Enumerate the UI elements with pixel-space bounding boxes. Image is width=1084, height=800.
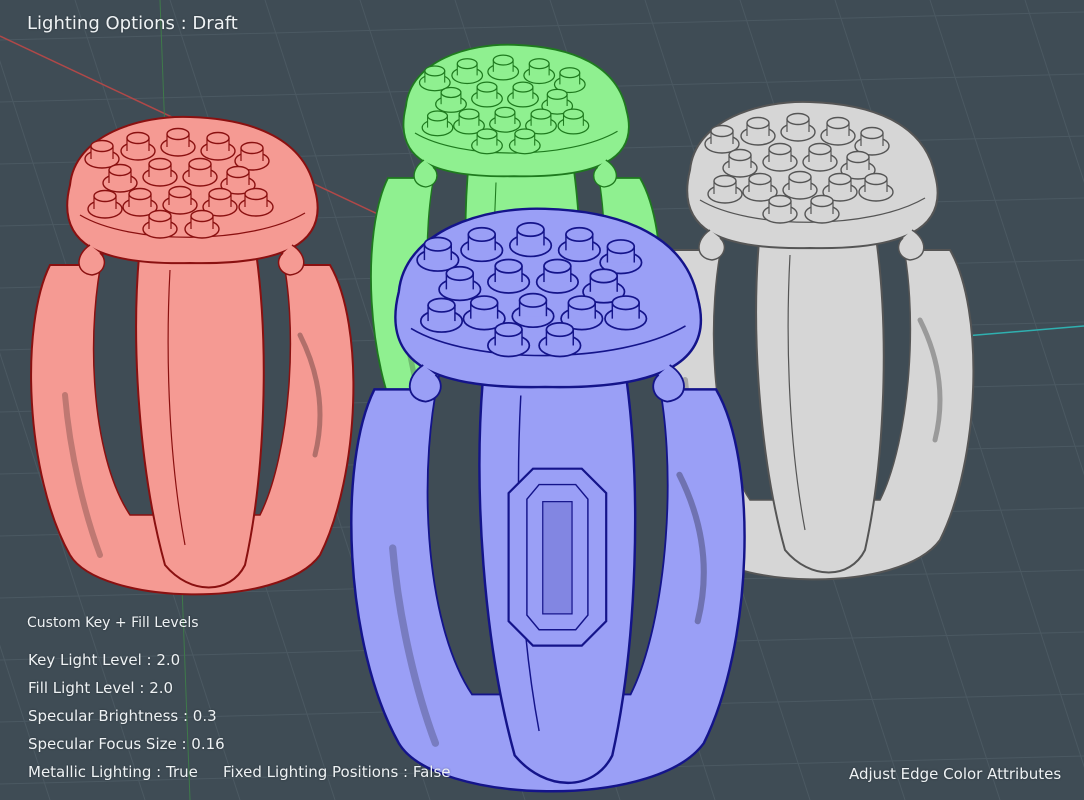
crown-knob — [557, 226, 601, 263]
crown-knob — [487, 54, 520, 81]
crown-rim — [699, 197, 926, 223]
crown-knob — [184, 209, 220, 239]
gray-ring[interactable] — [650, 100, 975, 581]
crown-knob — [451, 58, 484, 85]
crown-knob — [523, 58, 556, 85]
blue-ring[interactable] — [350, 207, 746, 793]
shading-streak — [917, 317, 943, 443]
crown-knob — [489, 106, 521, 133]
crown-knob — [487, 322, 531, 358]
specular-brightness[interactable]: Specular Brightness : 0.3 — [28, 707, 217, 725]
claw-right — [593, 159, 618, 188]
shank-crease — [167, 269, 186, 546]
crown-knob — [780, 112, 816, 142]
crown-knob — [802, 142, 838, 172]
red-ring[interactable] — [30, 115, 355, 596]
crown-knob — [599, 239, 643, 275]
crown-knob — [704, 124, 740, 154]
crown-knob — [858, 172, 894, 202]
shading-streak — [389, 544, 440, 747]
crown-knob — [120, 131, 156, 161]
crown-knob — [453, 108, 485, 135]
claw-left — [408, 364, 442, 403]
crown-knob — [421, 110, 454, 137]
crown-knob — [471, 128, 503, 155]
custom-levels-heading[interactable]: Custom Key + Fill Levels — [27, 615, 199, 631]
crown-knob — [762, 194, 798, 224]
crown-knob — [804, 194, 840, 224]
crown-knob — [822, 172, 858, 202]
crown-knob — [418, 65, 451, 92]
crown-knob — [84, 139, 120, 169]
crown-knob — [553, 67, 586, 94]
shank-crease — [787, 254, 806, 531]
crown-knob — [840, 150, 876, 180]
crown-knob — [541, 88, 574, 115]
claw-right — [277, 244, 305, 276]
crown-knob — [160, 127, 196, 157]
crown-knob — [511, 292, 555, 329]
claw-left — [413, 159, 438, 188]
crown-knob — [435, 86, 467, 113]
crown-knob — [854, 126, 890, 156]
claw-left — [78, 244, 106, 276]
crown-knob — [142, 209, 178, 239]
crown-knob — [182, 157, 218, 187]
adjust-edge-color-link[interactable]: Adjust Edge Color Attributes — [849, 765, 1062, 783]
crown-knob — [707, 174, 743, 204]
claw-right — [652, 364, 685, 403]
specular-focus-size[interactable]: Specular Focus Size : 0.16 — [28, 735, 225, 753]
claw-left — [698, 229, 726, 261]
crown-knob — [487, 258, 531, 294]
crown-knob — [507, 81, 539, 108]
metallic-lighting-toggle[interactable]: Metallic Lighting : True — [28, 763, 198, 781]
crown-knob — [560, 295, 604, 331]
shading-streak — [676, 471, 707, 625]
shading-streak — [297, 332, 323, 458]
crown-knob — [202, 187, 238, 217]
crown-knob — [508, 128, 541, 155]
crown-knob — [535, 258, 579, 294]
crown-knob — [538, 322, 582, 358]
crown-knob — [582, 268, 626, 304]
emerald-cut-gem — [507, 467, 608, 647]
fill-light-level[interactable]: Fill Light Level : 2.0 — [28, 679, 174, 697]
crown-knob — [162, 185, 198, 215]
crown-knob — [525, 108, 557, 135]
crown-knob — [416, 236, 460, 272]
crown-knob — [508, 222, 553, 258]
crown-knob — [460, 226, 504, 263]
crown-knob — [234, 141, 270, 171]
crown-knob — [438, 265, 482, 302]
crown-rim — [79, 212, 306, 238]
crown-knob — [200, 131, 236, 161]
crown-knob — [742, 172, 778, 202]
crown-knob — [462, 295, 506, 331]
crown-knob — [762, 142, 798, 172]
crown-knob — [142, 157, 178, 187]
fixed-lighting-positions-toggle[interactable]: Fixed Lighting Positions : False — [223, 763, 451, 781]
shading-streak — [62, 392, 103, 558]
lighting-mode-title[interactable]: Lighting Options : Draft — [27, 13, 238, 34]
crown-knob — [102, 163, 138, 193]
crown-knob — [722, 148, 758, 178]
crown-knob — [122, 187, 158, 217]
crown-rim — [410, 325, 686, 357]
crown-knob — [604, 295, 648, 331]
crown-knob — [238, 187, 274, 217]
crown-knob — [557, 108, 590, 135]
crown-knob — [87, 189, 123, 219]
crown-knob — [471, 81, 503, 108]
crown-knob — [782, 170, 818, 200]
crown-knob — [220, 165, 256, 195]
key-light-level[interactable]: Key Light Level : 2.0 — [28, 651, 181, 669]
crown-rim — [414, 130, 618, 154]
crown-knob — [740, 116, 776, 146]
crown-knob — [419, 297, 464, 333]
claw-right — [897, 229, 925, 261]
crown-knob — [820, 116, 856, 146]
